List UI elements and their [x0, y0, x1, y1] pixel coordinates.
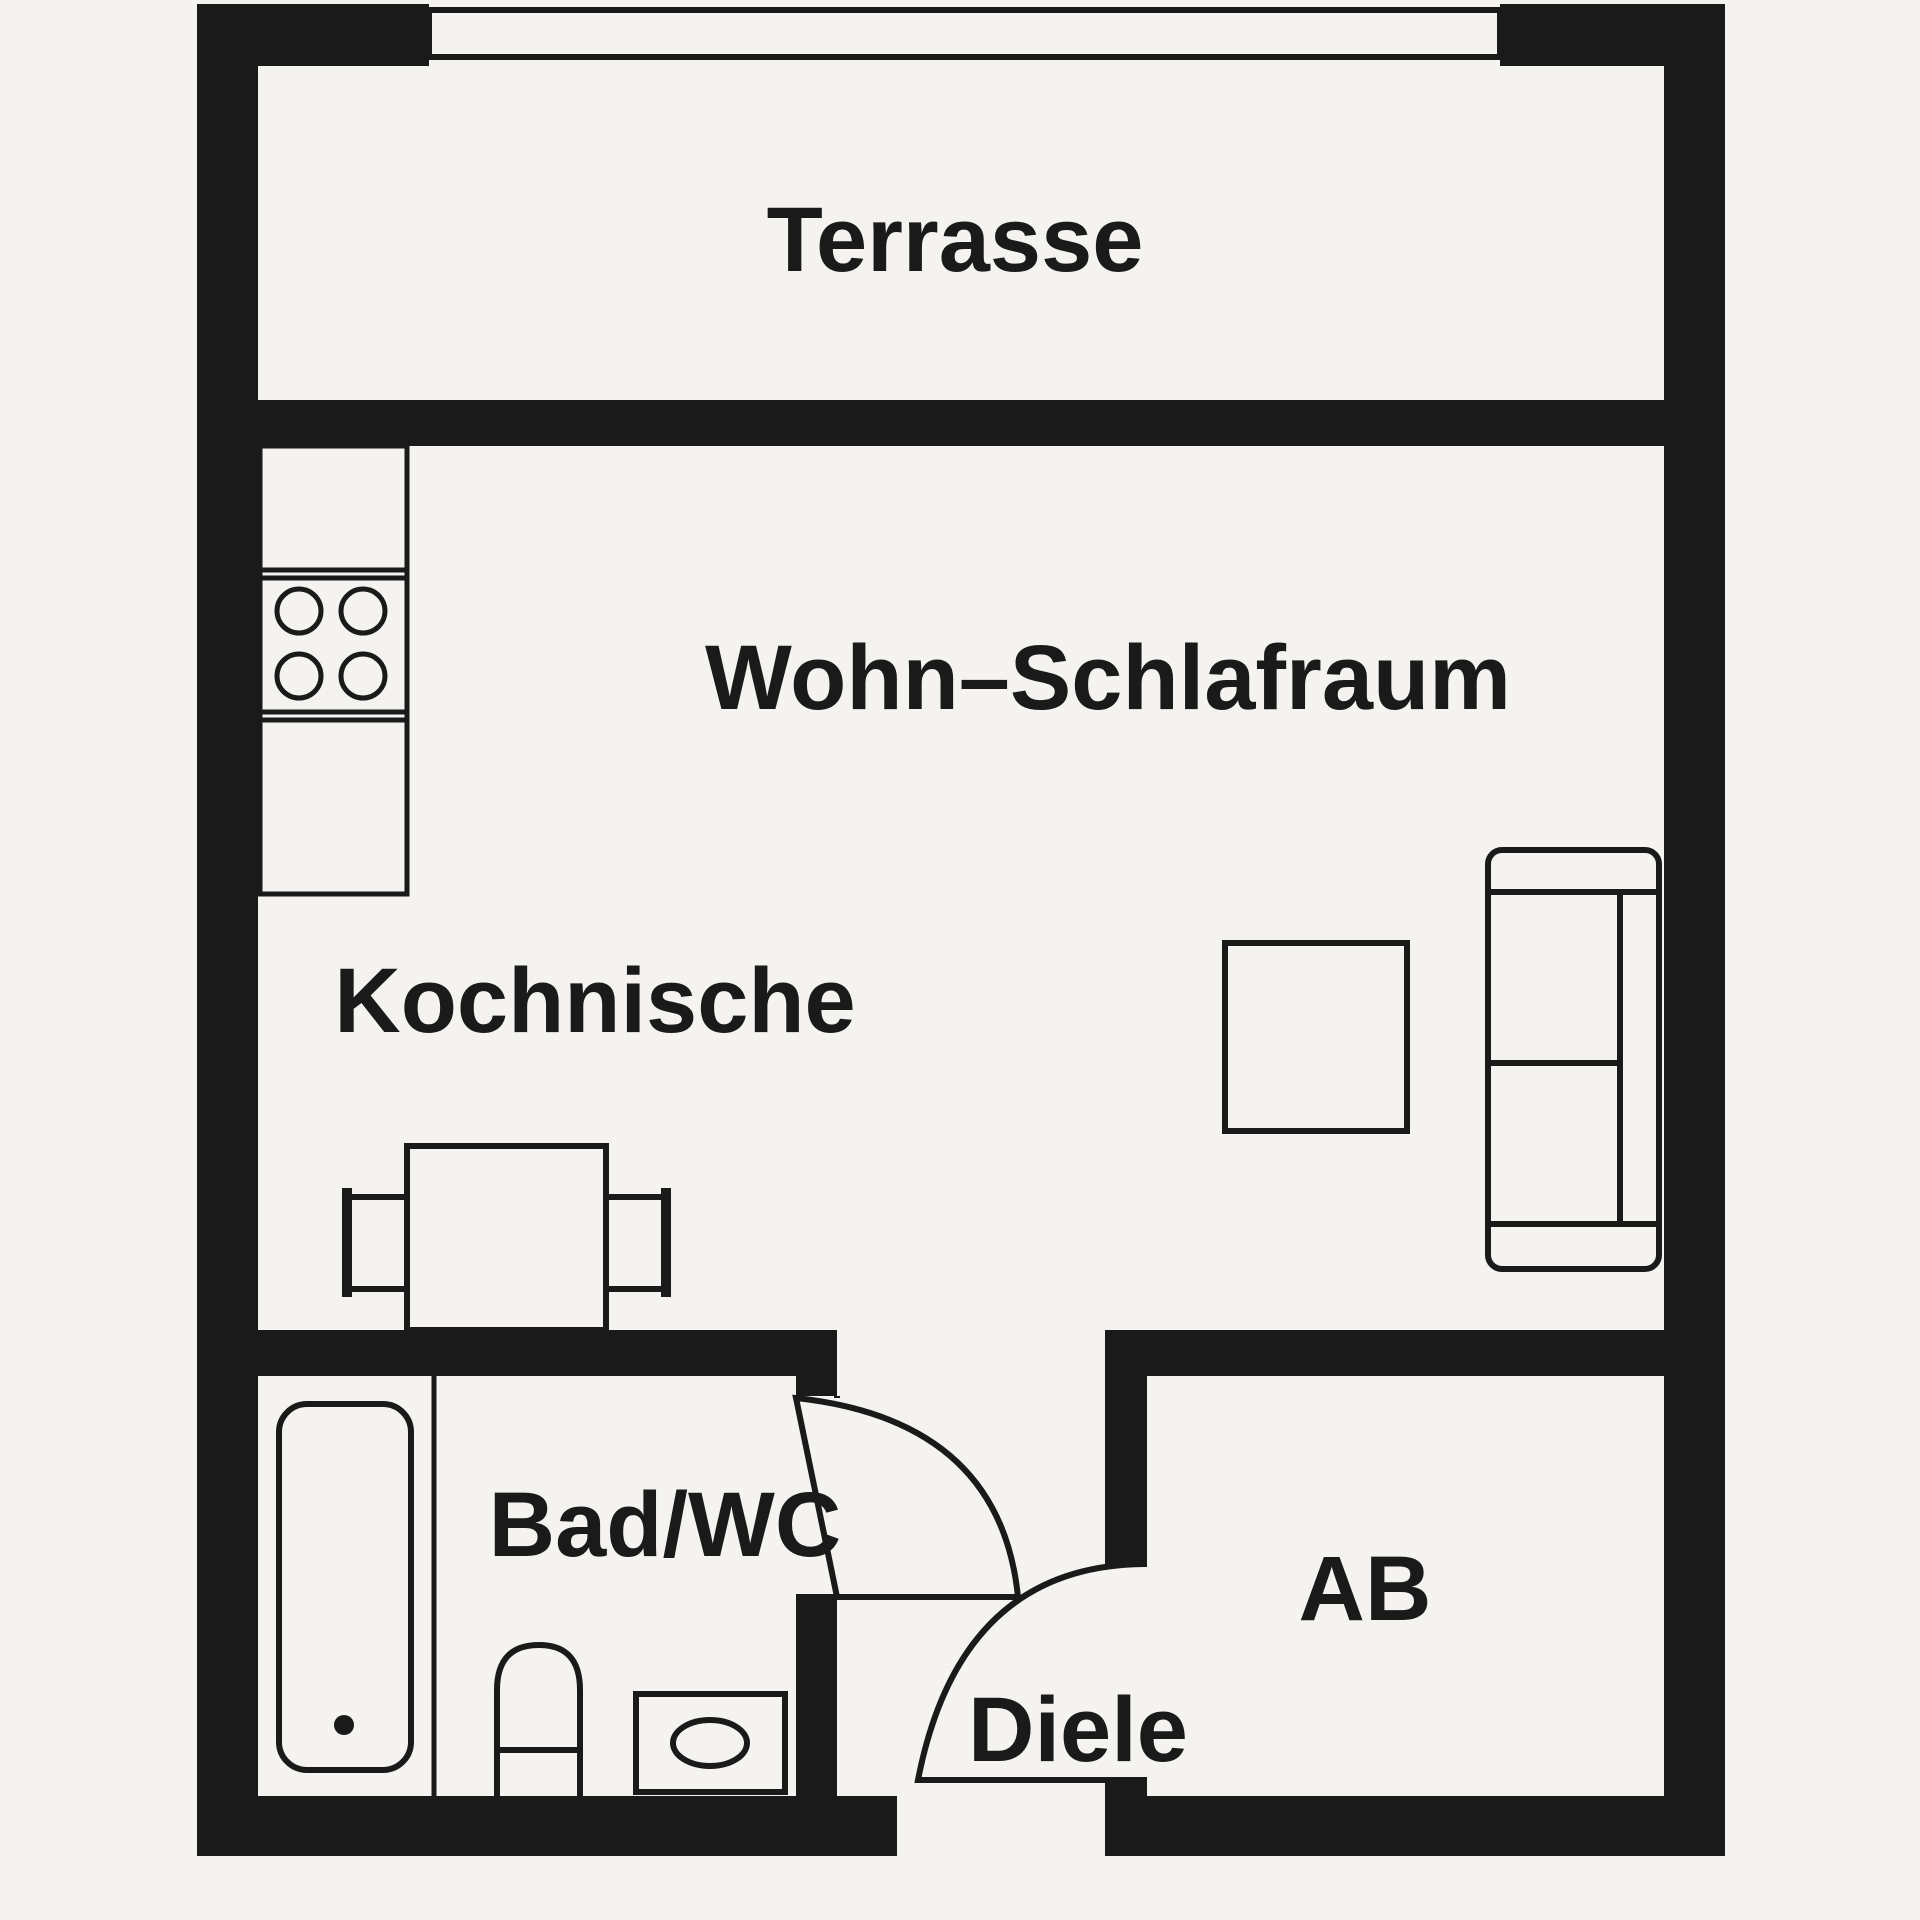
outer-wall-left	[197, 4, 258, 1856]
hallway-door	[914, 1561, 1148, 1783]
bathroom-top-wall	[197, 1330, 837, 1376]
bathtub-drain-icon	[334, 1715, 354, 1735]
stove-icon	[274, 586, 388, 701]
sink-icon	[633, 1691, 788, 1795]
room-label-terrace: Terrasse	[767, 189, 1144, 291]
walls	[197, 4, 1725, 1856]
toilet-icon	[494, 1641, 583, 1796]
kitchen-counter	[257, 443, 410, 897]
room-label-living-sleeping: Wohn–Schlafraum	[705, 627, 1511, 729]
room-label-storage: AB	[1299, 1538, 1432, 1640]
outer-wall-bottom-right	[1105, 1796, 1725, 1856]
bathroom-right-wall-upper	[796, 1330, 837, 1396]
room-label-kitchenette: Kochnische	[334, 950, 855, 1052]
terrace-window	[426, 7, 1503, 60]
terrace-wall	[197, 400, 1725, 446]
outer-wall-right	[1664, 4, 1725, 1856]
sofa-icon	[1485, 847, 1662, 1272]
coffee-table-icon	[1222, 940, 1410, 1134]
room-label-bathroom: Bad/WC	[489, 1474, 842, 1576]
outer-wall-top-right	[1500, 4, 1725, 66]
storage-top-wall	[1105, 1330, 1725, 1376]
bathroom-door	[792, 1394, 1022, 1600]
dining-table-icon	[342, 1143, 671, 1333]
outer-wall-bottom-left	[197, 1796, 897, 1856]
storage-left-wall	[1105, 1330, 1147, 1564]
room-label-hallway: Diele	[968, 1679, 1188, 1781]
bathtub-icon	[276, 1401, 414, 1773]
outer-wall-top-left	[197, 4, 429, 66]
